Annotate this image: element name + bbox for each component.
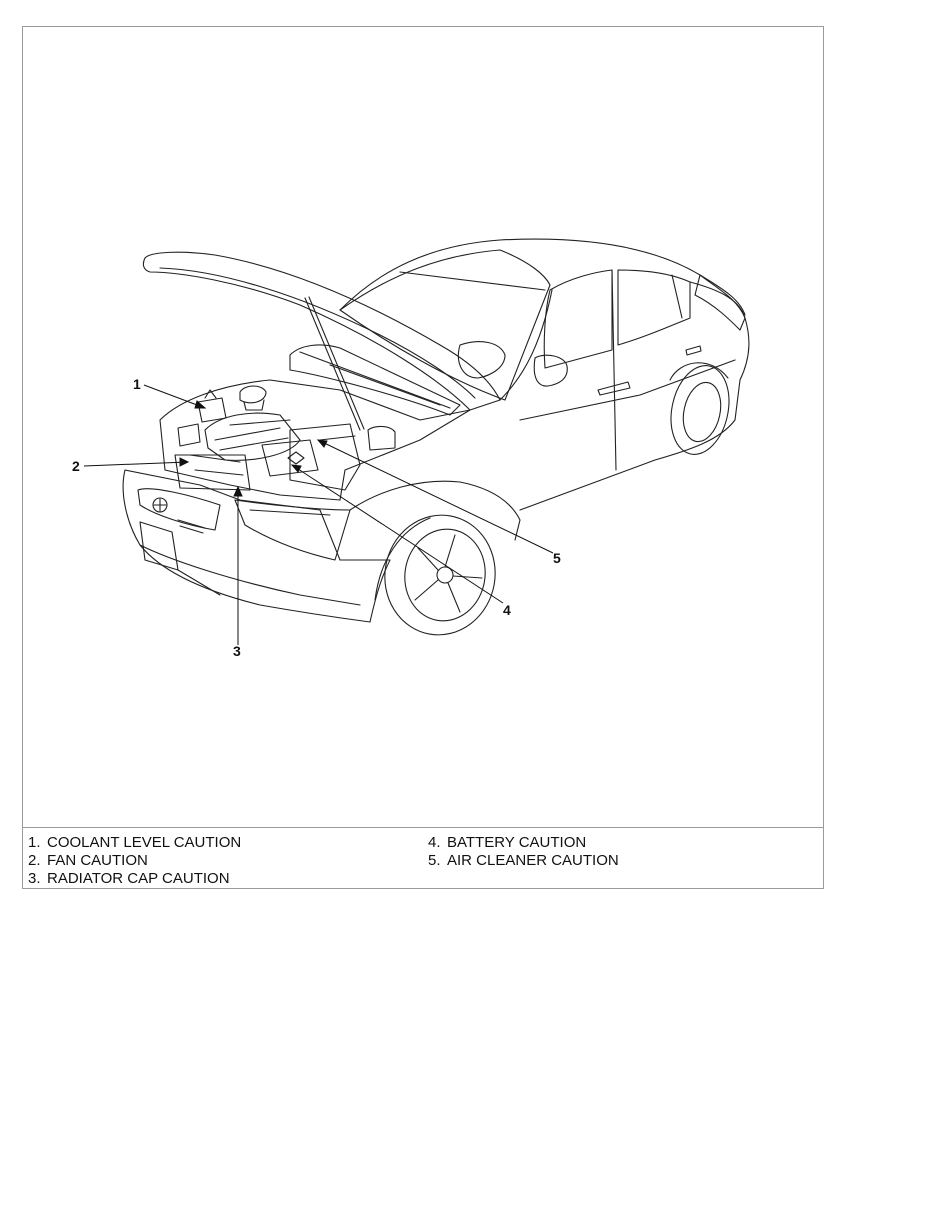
front-side-window — [543, 269, 613, 369]
callout-2: 2 — [72, 458, 80, 474]
side-mirror — [533, 354, 568, 387]
legend-column-left: 1. COOLANT LEVEL CAUTION 2. FAN CAUTION 3.… — [28, 834, 241, 888]
battery — [261, 439, 319, 477]
rear-side-window — [617, 269, 691, 346]
legend-number: 2. — [28, 852, 41, 869]
callout-4: 4 — [503, 602, 511, 618]
legend-item: 3. RADIATOR CAP CAUTION — [28, 870, 241, 888]
car-roof — [339, 238, 746, 316]
radiator-area — [174, 454, 251, 491]
front-bumper — [122, 469, 391, 623]
legend-item: 4. BATTERY CAUTION — [428, 834, 619, 852]
brand-emblem — [152, 497, 168, 513]
brake-reservoir — [177, 423, 201, 447]
legend-divider — [22, 827, 824, 828]
legend-label: COOLANT LEVEL CAUTION — [47, 834, 242, 851]
callout-5: 5 — [553, 550, 561, 566]
legend-column-right: 4. BATTERY CAUTION 5. AIR CLEANER CAUTION — [428, 834, 619, 870]
air-cleaner-box — [289, 423, 361, 491]
license-plate — [139, 521, 179, 571]
car-engine-bay-illustration: 1 2 3 4 5 — [72, 238, 750, 659]
legend-item: 1. COOLANT LEVEL CAUTION — [28, 834, 241, 852]
headlight — [234, 499, 351, 561]
legend-number: 1. — [28, 834, 41, 851]
legend-label: BATTERY CAUTION — [447, 834, 587, 851]
coolant-reservoir — [197, 397, 227, 423]
wiper-cowl — [289, 344, 461, 416]
hood-prop-rod — [304, 296, 365, 431]
oil-cap — [239, 385, 267, 404]
rear-wheel — [670, 365, 730, 455]
legend-number: 5. — [428, 852, 441, 869]
legend-label: RADIATOR CAP CAUTION — [47, 870, 230, 887]
legend-label: AIR CLEANER CAUTION — [447, 852, 619, 869]
open-hood — [142, 251, 501, 411]
callout-3: 3 — [233, 643, 241, 659]
front-fender — [349, 480, 521, 541]
legend-number: 3. — [28, 870, 41, 887]
front-wheel — [384, 514, 496, 636]
rear-window — [694, 274, 746, 331]
engine-bay — [159, 379, 471, 501]
car-body-side — [499, 281, 750, 511]
legend-number: 4. — [428, 834, 441, 851]
legend-item: 2. FAN CAUTION — [28, 852, 241, 870]
front-grille — [137, 488, 221, 531]
washer-reservoir — [367, 425, 396, 451]
legend: 1. COOLANT LEVEL CAUTION 2. FAN CAUTION 3.… — [28, 834, 818, 888]
callout-1: 1 — [133, 376, 141, 392]
figure-frame — [22, 26, 824, 889]
door-handle-rear — [685, 345, 702, 356]
legend-label: FAN CAUTION — [47, 852, 148, 869]
door-handle-front — [597, 381, 631, 396]
engine-cover — [204, 412, 301, 461]
legend-item: 5. AIR CLEANER CAUTION — [428, 852, 619, 870]
